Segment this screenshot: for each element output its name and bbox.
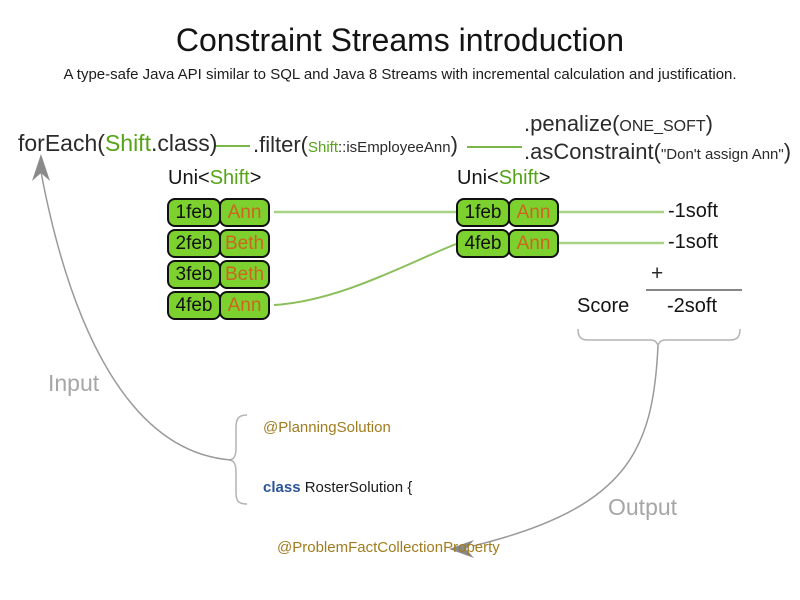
shift-employee-cell: Beth [219, 260, 270, 289]
keyword-class: class [263, 479, 301, 496]
score-label: Score [577, 295, 630, 317]
asconstraint-expression: .asConstraint("Don't assign Ann") [524, 139, 791, 165]
code-block: @PlanningSolution class RosterSolution {… [263, 378, 511, 600]
filter-pre: .filter( [253, 132, 308, 157]
penalize-arg: ONE_SOFT [619, 118, 706, 135]
annotation-planning-solution: @PlanningSolution [263, 419, 391, 436]
asconstraint-pre: .asConstraint( [524, 139, 661, 164]
shift-employee-cell: Beth [219, 229, 270, 258]
foreach-post: .class) [150, 130, 218, 156]
foreach-pre: forEach( [18, 130, 105, 156]
page-subtitle: A type-safe Java API similar to SQL and … [63, 66, 737, 83]
output-label: Output [608, 494, 678, 520]
filter-expression: .filter(Shift::isEmployeeAnn) [253, 132, 458, 158]
table-row: 4feb Ann [456, 229, 559, 258]
input-curve [40, 171, 232, 461]
input-arrowhead-icon [32, 154, 50, 181]
uni-pre: Uni< [168, 167, 210, 189]
input-label: Input [48, 370, 100, 396]
shift-date-cell: 2feb [167, 229, 221, 258]
penalize-post: ) [705, 111, 713, 136]
shift-date-cell: 4feb [456, 229, 510, 258]
shift-date-cell: 1feb [167, 198, 221, 227]
shift-employee-cell: Ann [508, 198, 559, 227]
shift-employee-cell: Ann [219, 291, 270, 320]
code-brace [229, 414, 248, 505]
uni-post: > [249, 167, 262, 189]
filter-post: ) [450, 132, 458, 157]
class-declaration: RosterSolution { [300, 479, 413, 496]
filter-type: Shift [308, 139, 339, 156]
plus-sign: + [651, 262, 664, 285]
asconstraint-arg: "Don't assign Ann" [660, 146, 784, 163]
code-line: class RosterSolution { [263, 478, 511, 498]
asconstraint-post: ) [783, 139, 792, 164]
page-title: Constraint Streams introduction [175, 22, 625, 58]
code-line: @PlanningSolution [263, 418, 511, 438]
table-row: 1feb Ann [167, 198, 270, 227]
penalty-value: -1soft [668, 200, 719, 222]
filter-method: ::isEmployeeAnn [338, 139, 451, 156]
annotation-problem-fact: @ProblemFactCollectionProperty [277, 539, 500, 556]
table-row: 3feb Beth [167, 260, 270, 289]
uni-type: Shift [498, 167, 539, 189]
shift-employee-cell: Ann [219, 198, 270, 227]
score-value: -2soft [667, 295, 718, 317]
shift-date-cell: 4feb [167, 291, 221, 320]
uni-post: > [538, 167, 551, 189]
shift-date-cell: 1feb [456, 198, 510, 227]
stream-row-curve-4feb [273, 243, 457, 306]
code-line: @ProblemFactCollectionProperty [263, 538, 511, 558]
output-curve [472, 345, 659, 547]
penalty-value: -1soft [668, 231, 719, 253]
table-row: 2feb Beth [167, 229, 270, 258]
shift-date-cell: 3feb [167, 260, 221, 289]
shift-employee-cell: Ann [508, 229, 559, 258]
foreach-expression: forEach(Shift.class) [18, 130, 217, 157]
left-stream-label: Uni<Shift> [168, 167, 261, 190]
right-stream-label: Uni<Shift> [457, 167, 550, 190]
foreach-type: Shift [104, 130, 151, 156]
uni-pre: Uni< [457, 167, 499, 189]
table-row: 1feb Ann [456, 198, 559, 227]
penalize-expression: .penalize(ONE_SOFT) [524, 111, 713, 137]
score-underbrace [577, 328, 741, 347]
output-arrowhead-icon [449, 540, 474, 558]
penalize-pre: .penalize( [524, 111, 620, 136]
uni-type: Shift [209, 167, 250, 189]
table-row: 4feb Ann [167, 291, 270, 320]
